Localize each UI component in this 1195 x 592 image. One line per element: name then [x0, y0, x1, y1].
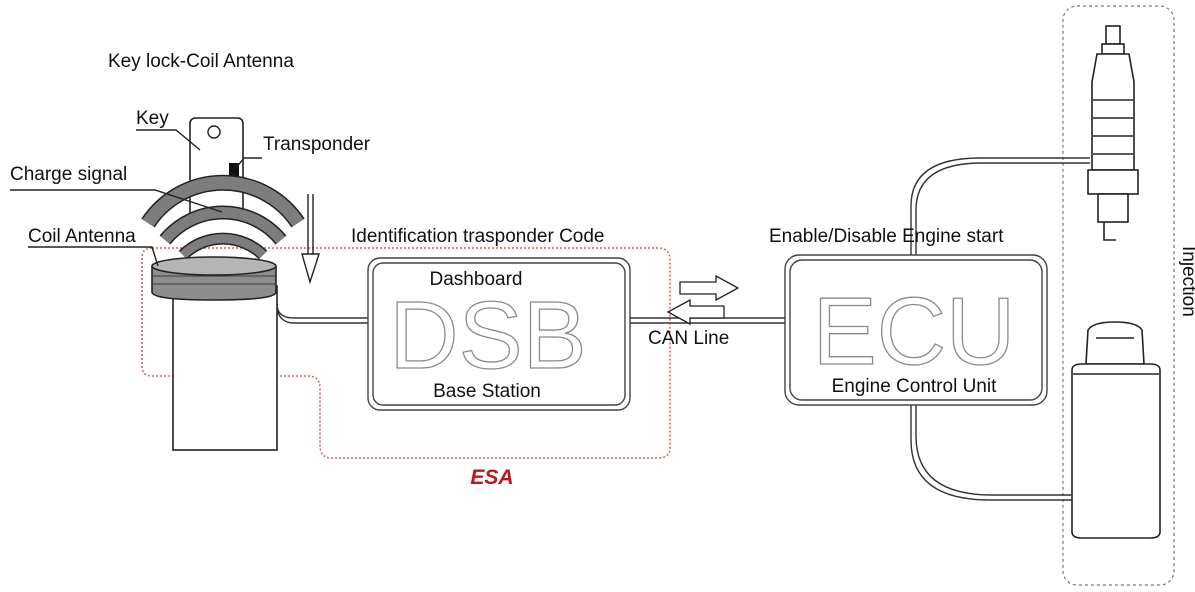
- ecu-box: [784, 254, 1048, 406]
- dsb-top-label: Dashboard: [430, 269, 523, 290]
- key: [189, 117, 244, 220]
- bidirectional-arrows-icon: [666, 274, 740, 326]
- key-lock-title: Key lock-Coil Antenna: [108, 51, 294, 72]
- esa-label: ESA: [470, 466, 513, 489]
- charge-signal-label: Charge signal: [10, 164, 127, 185]
- dsb-big-text: DSB: [389, 282, 586, 389]
- transponder-chip: [229, 163, 239, 185]
- key-lock-cylinder: [172, 285, 278, 451]
- identification-label: Identification trasponder Code: [351, 226, 605, 247]
- can-line-label: CAN Line: [648, 328, 729, 349]
- can-line: [630, 317, 786, 324]
- key-label: Key: [136, 108, 169, 129]
- injection-label: Injection: [1178, 246, 1195, 317]
- dsb-bottom-label: Base Station: [433, 381, 541, 402]
- rotation-arrow-icon: [301, 194, 320, 285]
- injection-enclosure: [1062, 5, 1175, 586]
- ecu-connections: [910, 157, 1090, 501]
- transponder-label: Transponder: [263, 134, 371, 155]
- leader-lines: [10, 129, 262, 267]
- coil-antenna-ring: [151, 256, 277, 301]
- coil-antenna-label: Coil Antenna: [28, 226, 136, 247]
- ecu-bottom-label: Engine Control Unit: [832, 376, 997, 397]
- spark-plug: [1087, 25, 1139, 241]
- injector: [1071, 321, 1161, 539]
- enable-disable-label: Enable/Disable Engine start: [769, 226, 1004, 247]
- wire-key-dsb: [276, 303, 371, 324]
- key-hole-icon: [207, 125, 221, 139]
- ecu-big-text: ECU: [813, 278, 1016, 385]
- esa-boundary: [141, 247, 671, 459]
- dsb-box: [367, 257, 631, 411]
